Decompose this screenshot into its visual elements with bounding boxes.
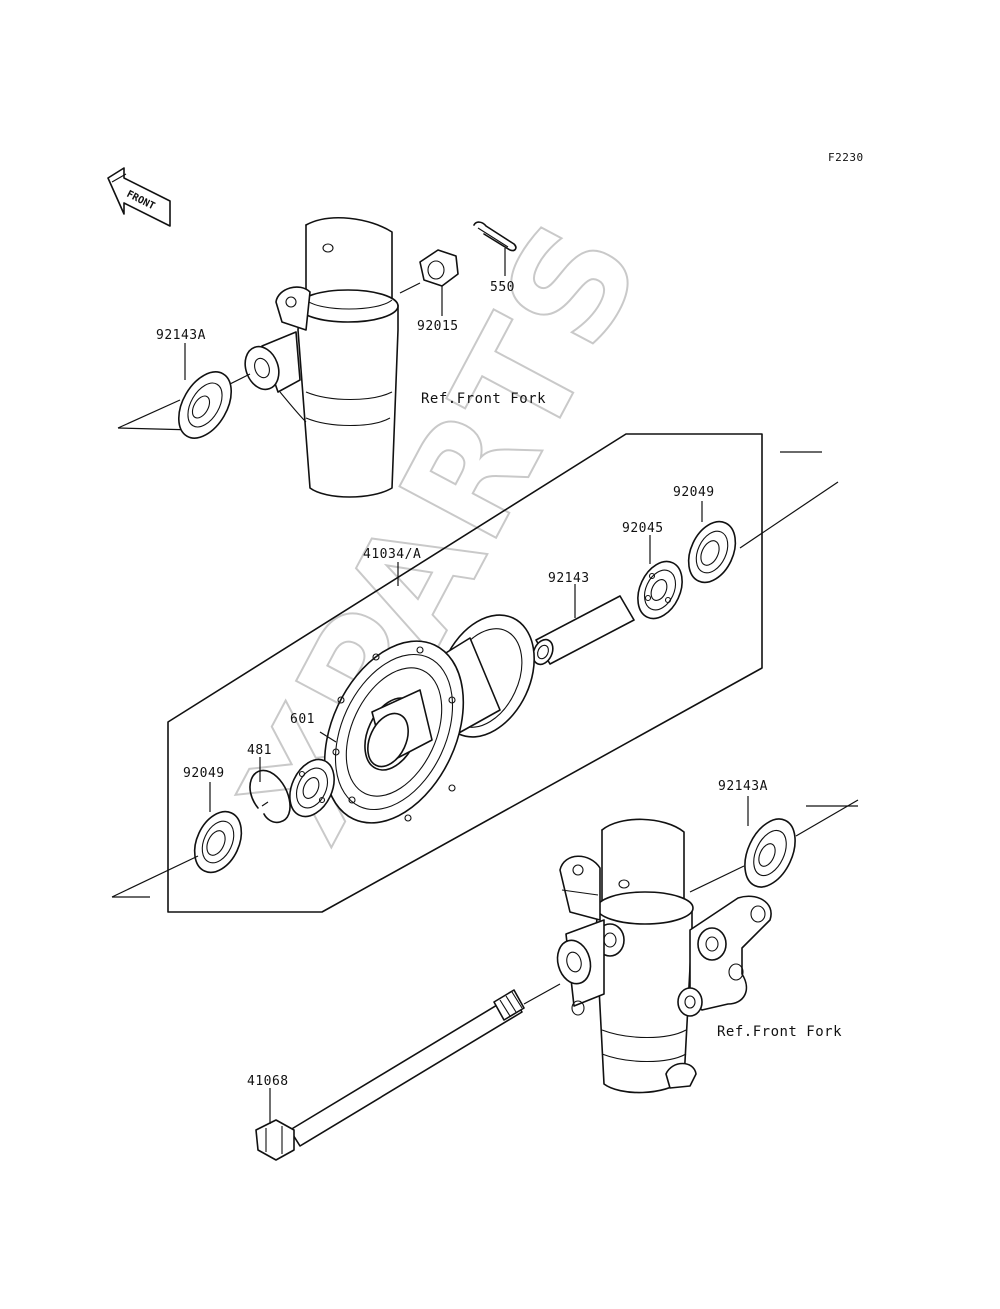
oil-seal-92049-left [193, 810, 243, 874]
label-41068: 41068 [247, 1074, 289, 1089]
label-92143A-upper: 92143A [156, 328, 206, 343]
circlip-481 [249, 769, 291, 824]
label-550: 550 [490, 280, 515, 295]
wheel-hub [323, 614, 535, 824]
label-41034A: 41034/A [363, 547, 421, 562]
label-92143A-lower: 92143A [718, 779, 768, 794]
ref-front-fork-upper: Ref.Front Fork [421, 391, 546, 407]
figure-id: F2230 [828, 151, 864, 164]
collar-92143A-lower [744, 818, 796, 888]
front-arrow-icon: FRONT [107, 167, 171, 227]
hub-assembly-frame [167, 433, 763, 913]
ref-front-fork-lower: Ref.Front Fork [717, 1024, 842, 1040]
upper-front-fork-leg [244, 217, 399, 498]
distance-collar-92143 [532, 595, 635, 666]
label-92049-right: 92049 [673, 485, 715, 500]
axle-centerline-upper [117, 399, 181, 429]
collar-92143A-upper [177, 371, 233, 439]
label-601: 601 [290, 712, 315, 727]
lower-front-fork-leg [556, 818, 772, 1094]
bearing-92045 [637, 560, 683, 620]
cotter-pin-550 [473, 221, 517, 252]
axle-41068 [255, 983, 561, 1161]
bearing-left [289, 758, 335, 818]
label-92015: 92015 [417, 319, 459, 334]
label-481: 481 [247, 743, 272, 758]
oil-seal-92049-right [687, 520, 737, 584]
label-92143: 92143 [548, 571, 590, 586]
label-92049-left: 92049 [183, 766, 225, 781]
axle-nut-92015 [419, 249, 459, 287]
label-92045: 92045 [622, 521, 664, 536]
